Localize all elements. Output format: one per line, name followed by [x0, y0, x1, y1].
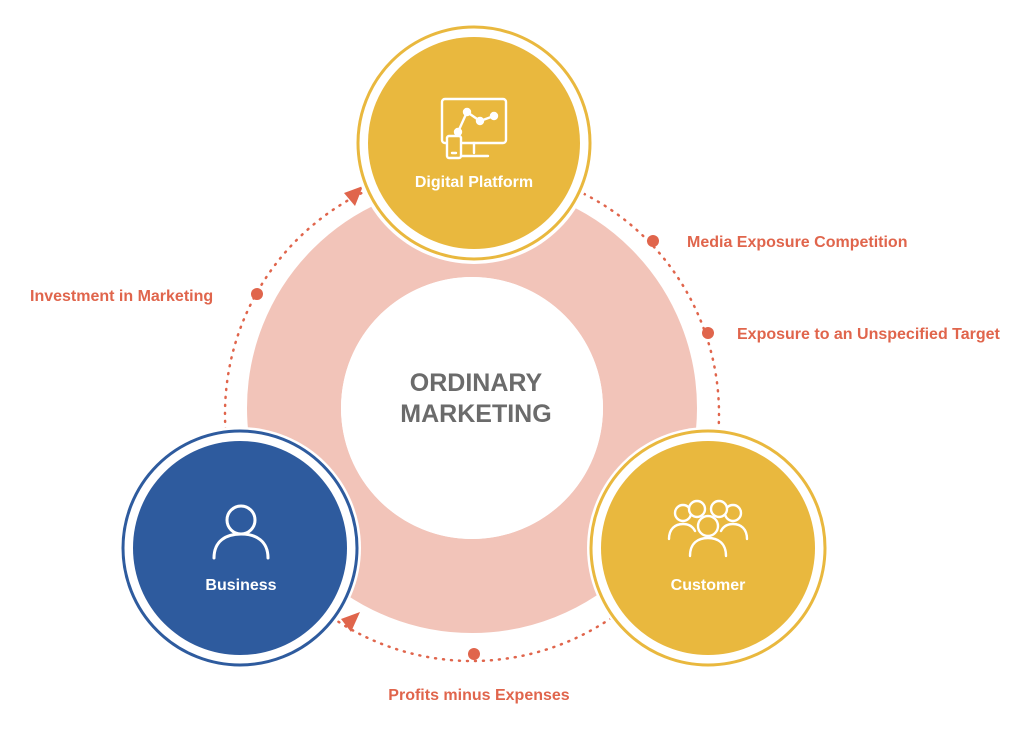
cycle-dotted-path: [223, 165, 721, 663]
node-business: Business: [119, 427, 361, 669]
edge-dot-media: [647, 235, 659, 247]
center-circle: [341, 277, 603, 539]
monitor-network-icon: [440, 97, 508, 160]
node-label-digital-platform: Digital Platform: [415, 174, 533, 191]
node-customer: Customer: [587, 427, 829, 669]
node-label-customer: Customer: [671, 577, 746, 594]
edge-label-media-exposure: Media Exposure Competition: [687, 234, 907, 251]
edge-label-investment: Investment in Marketing: [30, 288, 213, 305]
edge-label-profits: Profits minus Expenses: [388, 687, 569, 704]
edge-dot-unspecified: [702, 327, 714, 339]
arrowhead-to-business: [341, 612, 360, 632]
edge-label-unspecified-target: Exposure to an Unspecified Target: [737, 326, 1001, 343]
center-title-line1: ORDINARY: [410, 369, 543, 397]
arrowhead-to-platform: [344, 186, 363, 206]
user-icon: [212, 504, 270, 560]
node-digital-platform: Digital Platform: [353, 22, 595, 264]
edge-dot-profits: [468, 648, 480, 660]
group-icon: [667, 499, 749, 558]
node-label-business: Business: [205, 577, 276, 594]
edge-dot-investment: [251, 288, 263, 300]
center-title-line2: MARKETING: [400, 400, 551, 428]
